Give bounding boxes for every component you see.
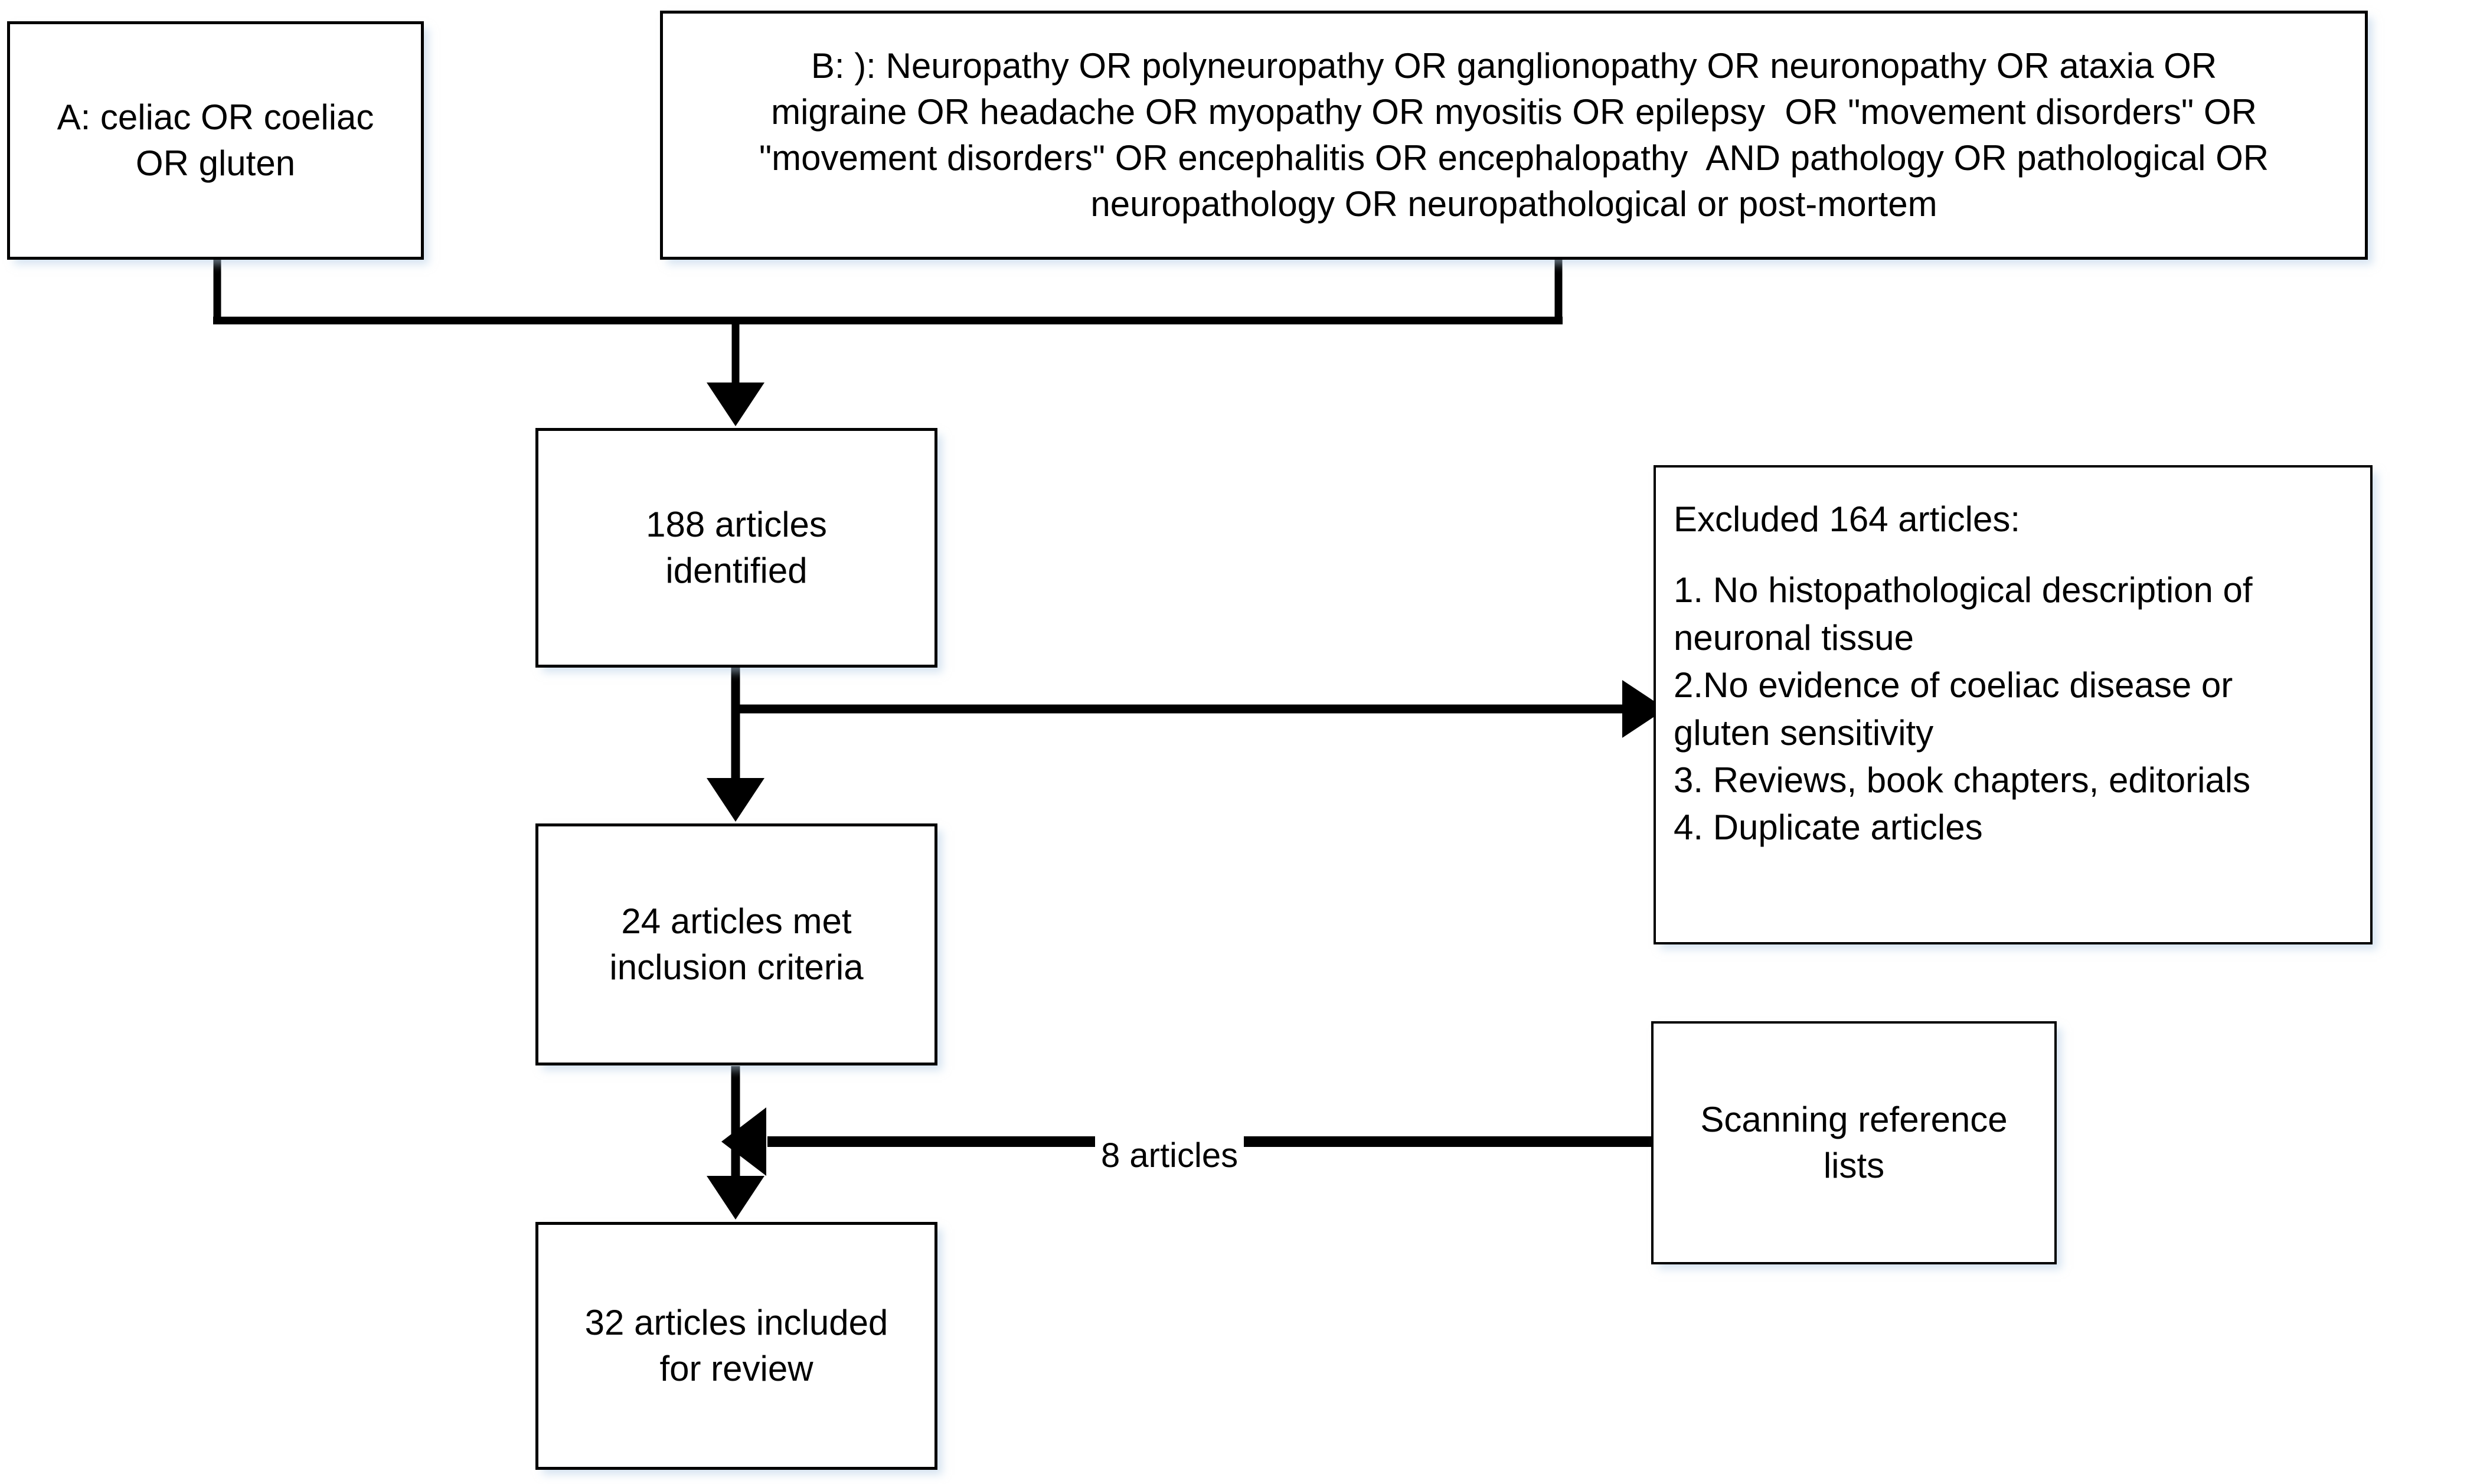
edge-identified-to-met [707, 668, 764, 822]
spacer [1674, 543, 2347, 567]
edge-met-to-included [707, 1066, 764, 1220]
scanning-reference-lists-box: Scanning reference lists [1651, 1021, 2057, 1264]
search-term-box-a: A: celiac OR coeliac OR gluten [7, 21, 424, 260]
edge-label-8-articles: 8 articles [1095, 1136, 1244, 1175]
search-term-a-text: A: celiac OR coeliac OR gluten [57, 97, 374, 183]
articles-identified-text: 188 articles identified [646, 505, 827, 590]
articles-excluded-box: Excluded 164 articles: 1. No histopathol… [1654, 465, 2373, 944]
articles-included-box: 32 articles included for review [535, 1222, 937, 1470]
articles-excluded-reasons: 1. No histopathological description of n… [1674, 570, 2253, 848]
articles-identified-box: 188 articles identified [535, 428, 937, 668]
articles-included-text: 32 articles included for review [584, 1303, 888, 1388]
search-term-box-b: B: ): Neuropathy OR polyneuropathy OR ga… [660, 11, 2368, 260]
articles-met-criteria-box: 24 articles met inclusion criteria [535, 823, 937, 1065]
articles-met-criteria-text: 24 articles met inclusion criteria [609, 901, 864, 987]
search-term-b-text: B: ): Neuropathy OR polyneuropathy OR ga… [759, 46, 2269, 224]
articles-excluded-heading: Excluded 164 articles: [1674, 499, 2020, 539]
scanning-reference-lists-text: Scanning reference lists [1700, 1100, 2008, 1185]
edge-searches-to-identified [213, 260, 1563, 426]
edge-identified-to-excluded [736, 680, 1666, 738]
